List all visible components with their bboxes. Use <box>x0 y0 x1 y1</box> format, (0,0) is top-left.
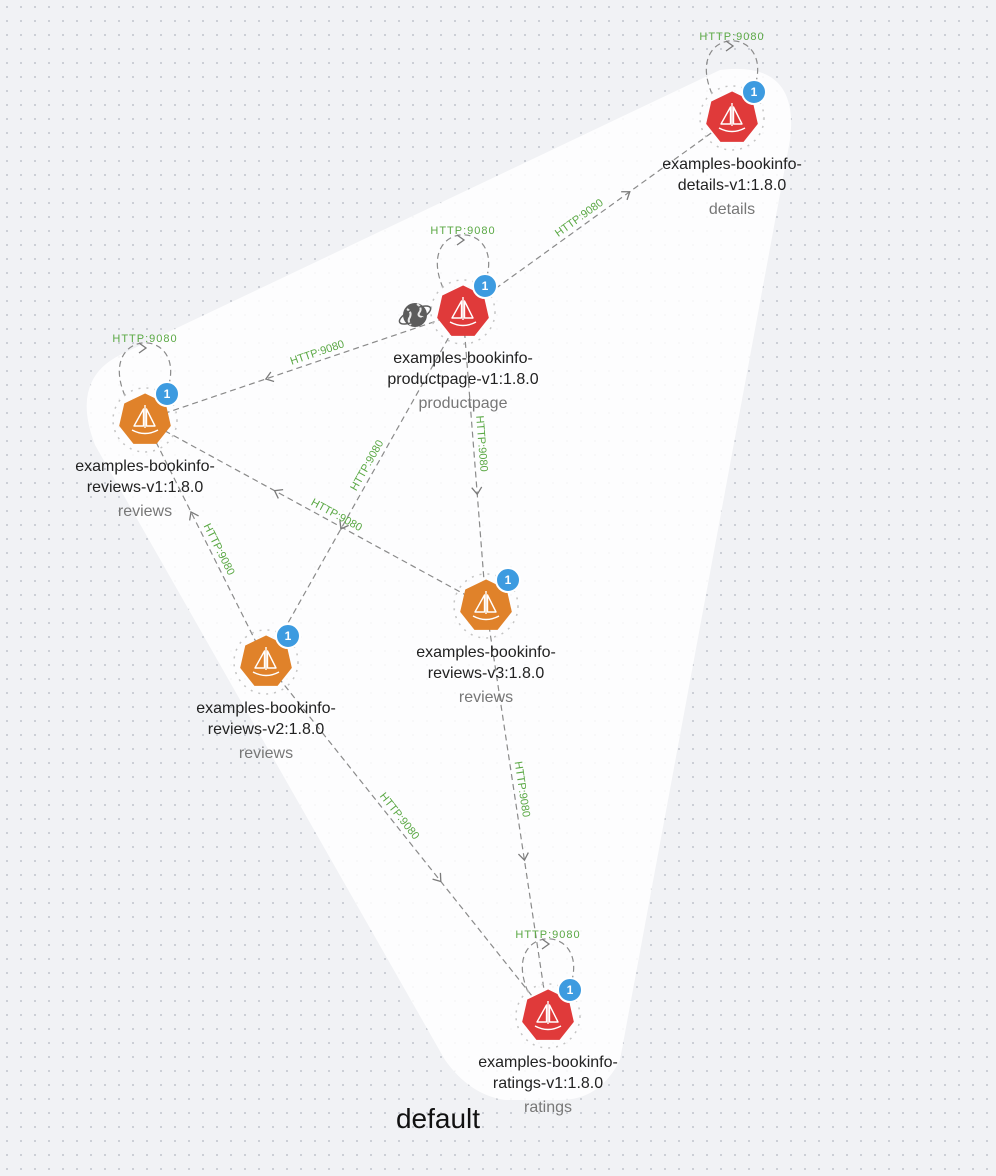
instance-count-badge: 1 <box>557 977 583 1003</box>
node-service-label: reviews <box>239 745 293 762</box>
nodes-layer: 1 examples-bookinfo-details-v1:1.8.0 detai… <box>75 79 802 1116</box>
self-loop-label: HTTP:9080 <box>515 929 580 941</box>
globe-icon <box>398 303 432 327</box>
self-loop-line[interactable] <box>118 342 172 397</box>
edge-line[interactable] <box>144 419 487 607</box>
node-name-line1: examples-bookinfo- <box>478 1054 618 1071</box>
node-selection-ring <box>430 279 496 345</box>
self-loop-label: HTTP:9080 <box>430 225 495 237</box>
self-loop-line[interactable] <box>521 938 575 993</box>
edge-line[interactable] <box>462 311 487 607</box>
node-reviews-v3[interactable]: 1 examples-bookinfo-reviews-v3:1.8.0 revie… <box>416 567 556 706</box>
self-loop-label: HTTP:9080 <box>112 333 177 345</box>
badge-count: 1 <box>567 983 574 997</box>
edge-line[interactable] <box>485 605 549 1017</box>
node-selection-ring <box>112 387 178 453</box>
self-loop-arrowhead <box>138 342 148 354</box>
node-name-line1: examples-bookinfo- <box>75 458 215 475</box>
edge-arrowhead <box>188 510 199 521</box>
node-reviews-v1[interactable]: 1 examples-bookinfo-reviews-v1:1.8.0 revie… <box>75 381 215 520</box>
node-name-line2: ratings-v1:1.8.0 <box>493 1075 603 1092</box>
edge-arrowhead <box>471 486 483 496</box>
node-service-label: ratings <box>524 1099 572 1116</box>
node-service-label: productpage <box>419 395 508 412</box>
node-reviews-v2[interactable]: 1 examples-bookinfo-reviews-v2:1.8.0 revie… <box>196 623 336 762</box>
self-loop-productpage[interactable]: HTTP:9080 <box>430 225 495 289</box>
self-loop-line[interactable] <box>436 234 490 289</box>
node-name-line1: examples-bookinfo- <box>196 700 336 717</box>
badge-count: 1 <box>751 85 758 99</box>
self-loop-ratings[interactable]: HTTP:9080 <box>515 929 580 993</box>
self-loop-reviews-v1[interactable]: HTTP:9080 <box>112 333 177 397</box>
node-selection-ring <box>453 573 519 639</box>
namespace-label: default <box>396 1103 480 1134</box>
sailboat-icon <box>534 1001 562 1031</box>
node-name-line2: details-v1:1.8.0 <box>678 177 787 194</box>
instance-count-badge: 1 <box>495 567 521 593</box>
sailboat-icon <box>131 405 159 435</box>
self-loop-label: HTTP:9080 <box>699 31 764 43</box>
node-name-line2: reviews-v1:1.8.0 <box>87 479 204 496</box>
node-service-label: details <box>709 201 755 218</box>
edge-arrowhead <box>339 520 349 530</box>
node-selection-ring <box>233 629 299 695</box>
self-loop-line[interactable] <box>705 40 759 95</box>
sailboat-icon <box>252 647 280 677</box>
node-selection-ring <box>515 983 581 1049</box>
namespace-group-hull[interactable] <box>86 68 792 1100</box>
node-selection-ring <box>699 85 765 151</box>
edge-arrowhead <box>621 191 631 201</box>
node-name-line1: examples-bookinfo- <box>416 644 556 661</box>
sailboat-icon <box>472 591 500 621</box>
badge-count: 1 <box>505 573 512 587</box>
node-name-line2: productpage-v1:1.8.0 <box>387 371 538 388</box>
instance-count-badge: 1 <box>275 623 301 649</box>
ingress-layer <box>398 303 432 327</box>
self-loop-arrowhead <box>541 938 551 950</box>
edge-arrowhead <box>517 852 529 862</box>
self-loop-arrowhead <box>456 234 466 246</box>
badge-count: 1 <box>164 387 171 401</box>
edge-productpage-to-reviews-v3[interactable]: HTTP:9080 <box>462 311 490 607</box>
self-loop-details[interactable]: HTTP:9080 <box>699 31 764 95</box>
edge-line[interactable] <box>144 311 464 421</box>
node-name-line2: reviews-v2:1.8.0 <box>208 721 325 738</box>
sailboat-icon <box>718 103 746 133</box>
self-loop-arrowhead <box>725 40 735 52</box>
edge-label: HTTP:9080 <box>473 415 489 472</box>
node-name-line1: examples-bookinfo- <box>662 156 802 173</box>
edge-line[interactable] <box>265 661 549 1017</box>
edge-arrowhead <box>432 872 442 883</box>
edge-line[interactable] <box>144 419 267 663</box>
node-ratings[interactable]: 1 examples-bookinfo-ratings-v1:1.8.0 ratin… <box>478 977 618 1116</box>
edge-line[interactable] <box>265 311 464 663</box>
badge-count: 1 <box>285 629 292 643</box>
node-service-label: reviews <box>118 503 172 520</box>
edge-arrowhead <box>273 488 284 499</box>
instance-count-badge: 1 <box>472 273 498 299</box>
edge-arrowhead <box>264 371 275 383</box>
sailboat-icon <box>449 297 477 327</box>
instance-count-badge: 1 <box>741 79 767 105</box>
node-name-line1: examples-bookinfo- <box>393 350 533 367</box>
node-details[interactable]: 1 examples-bookinfo-details-v1:1.8.0 detai… <box>662 79 802 218</box>
node-productpage[interactable]: 1 examples-bookinfo-productpage-v1:1.8.0 p… <box>387 273 539 412</box>
edge-line[interactable] <box>462 117 733 313</box>
node-name-line2: reviews-v3:1.8.0 <box>428 665 545 682</box>
instance-count-badge: 1 <box>154 381 180 407</box>
node-service-label: reviews <box>459 689 513 706</box>
badge-count: 1 <box>482 279 489 293</box>
